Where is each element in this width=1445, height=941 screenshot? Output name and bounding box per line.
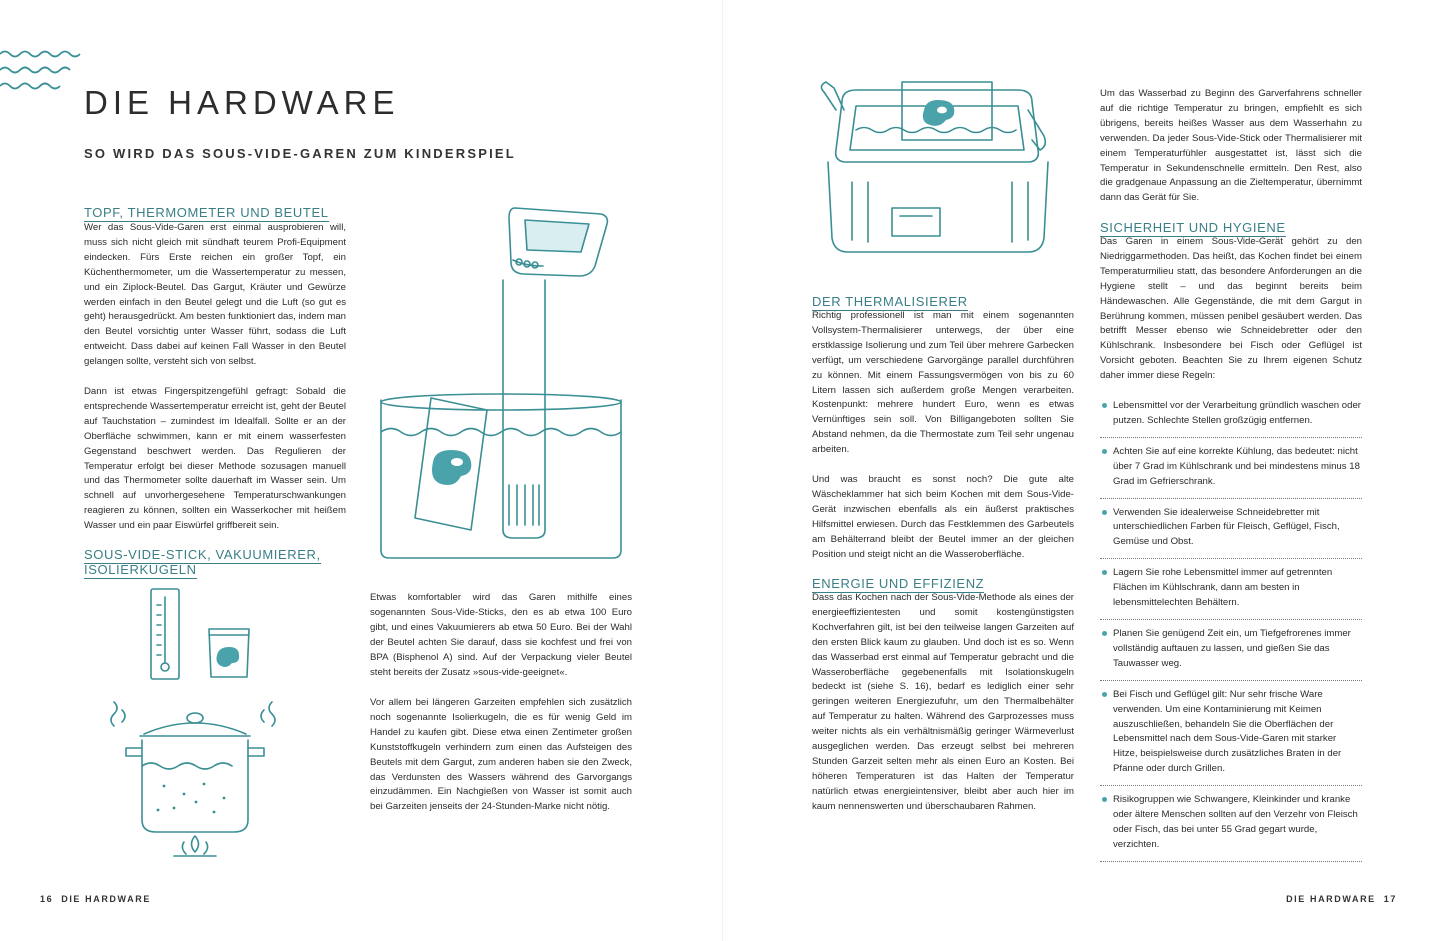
bullet-dot-icon: [1102, 630, 1107, 636]
thermalisierer-illustration: [820, 81, 1049, 253]
list-item: Planen Sie genügend Zeit ein, um Tiefgef…: [1100, 626, 1362, 681]
list-item-text: Lagern Sie rohe Lebensmittel immer auf g…: [1113, 567, 1333, 609]
paragraph-stick-1: Etwas komfortabler wird das Garen mithil…: [370, 592, 632, 678]
section-heading-line1: SOUS-VIDE-STICK, VAKUUMIERER,: [84, 547, 321, 564]
footer-right: DIE HARDWARE 17: [1286, 894, 1405, 904]
list-item: Verwenden Sie idealerweise Schneidebrett…: [1100, 505, 1362, 560]
section-heading-topf: TOPF, THERMOMETER UND BEUTEL: [84, 205, 329, 222]
paragraph-topf-2: Dann ist etwas Fingerspitzengefühl gefra…: [84, 386, 347, 532]
bullet-dot-icon: [1102, 403, 1107, 408]
section-heading-energie-text: ENERGIE UND EFFIZIENZ: [812, 576, 985, 593]
paragraph-hygiene-1: Das Garen in einem Sous-Vide-Gerät gehör…: [1100, 236, 1362, 382]
chapter-subtitle: SO WIRD DAS SOUS-VIDE-GAREN ZUM KINDERSP…: [84, 146, 516, 161]
bullet-dot-icon: [1102, 448, 1107, 454]
footer-left: 16 DIE HARDWARE: [32, 894, 151, 904]
list-item: Lebensmittel vor der Verarbeitung gründl…: [1100, 398, 1362, 438]
list-item-text: Lebensmittel vor der Verarbeitung gründl…: [1113, 400, 1361, 426]
paragraph-thermalisierer-1: Richtig professionell ist man mit einem …: [812, 310, 1074, 456]
list-item: Bei Fisch und Geflügel gilt: Nur sehr fr…: [1100, 687, 1362, 787]
sous-vide-stick-water-bath-illustration: [380, 207, 622, 559]
pot-on-stove-illustration: [110, 701, 276, 857]
list-item: Achten Sie auf eine korrekte Kühlung, da…: [1100, 444, 1362, 499]
thermometer-and-bag-illustration: [150, 588, 250, 680]
bullet-dot-icon: [1102, 570, 1107, 576]
section-heading-hygiene: SICHERHEIT UND HYGIENE: [1100, 220, 1286, 237]
hygiene-rules-list: Lebensmittel vor der Verarbeitung gründl…: [1100, 398, 1362, 868]
page-number-right: 17: [1383, 894, 1397, 904]
list-item-text: Verwenden Sie idealerweise Schneidebrett…: [1113, 506, 1340, 548]
paragraph-stick-2: Vor allem bei längeren Garzeiten empfehl…: [370, 697, 632, 813]
section-heading-thermalisierer-text: DER THERMALISIERER: [812, 294, 968, 311]
list-item: Risikogruppen wie Schwangere, Kleinkinde…: [1100, 792, 1362, 862]
waves-decoration-icon: [0, 50, 81, 90]
paragraph-wasserbad: Um das Wasserbad zu Beginn des Garverfah…: [1100, 88, 1362, 204]
section-heading-line2: ISOLIERKUGELN: [84, 562, 197, 579]
section-heading-thermalisierer: DER THERMALISIERER: [812, 294, 968, 311]
bullet-dot-icon: [1102, 691, 1107, 697]
chapter-title: DIE HARDWARE: [84, 84, 400, 121]
list-item: Lagern Sie rohe Lebensmittel immer auf g…: [1100, 565, 1362, 620]
list-item-text: Achten Sie auf eine korrekte Kühlung, da…: [1113, 445, 1360, 487]
bullet-dot-icon: [1102, 509, 1107, 515]
list-item-text: Bei Fisch und Geflügel gilt: Nur sehr fr…: [1113, 688, 1342, 775]
page-gutter: [722, 0, 723, 941]
list-item-text: Risikogruppen wie Schwangere, Kleinkinde…: [1113, 794, 1358, 850]
page-number-left: 16: [40, 894, 54, 904]
paragraph-topf-1: Wer das Sous-Vide-Garen erst einmal ausp…: [84, 222, 346, 368]
bullet-dot-icon: [1102, 797, 1107, 803]
section-heading-hygiene-text: SICHERHEIT UND HYGIENE: [1100, 220, 1286, 237]
paragraph-thermalisierer-2: Und was braucht es sonst noch? Die gute …: [812, 474, 1074, 560]
section-heading-topf-text: TOPF, THERMOMETER UND BEUTEL: [84, 205, 329, 222]
section-heading-sous-vide-stick: SOUS-VIDE-STICK, VAKUUMIERER, ISOLIERKUG…: [84, 547, 321, 579]
section-heading-energie: ENERGIE UND EFFIZIENZ: [812, 576, 985, 593]
footer-left-label: DIE HARDWARE: [61, 894, 151, 904]
paragraph-energie-1: Dass das Kochen nach der Sous-Vide-Metho…: [812, 592, 1074, 812]
list-item-text: Planen Sie genügend Zeit ein, um Tiefgef…: [1113, 627, 1351, 669]
footer-right-label: DIE HARDWARE: [1286, 894, 1376, 904]
